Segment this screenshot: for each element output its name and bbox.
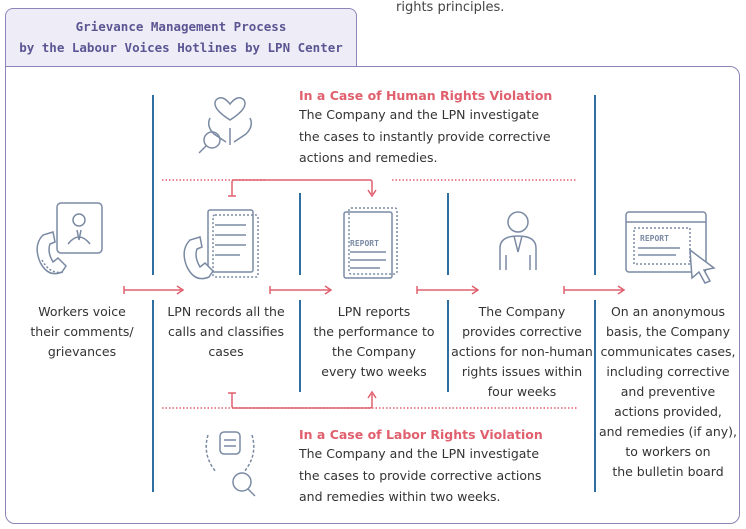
step-line: cases [208, 344, 244, 359]
title-line-2: by the Labour Voices Hotlines by LPN Cen… [19, 40, 343, 55]
heart-hands-icon [198, 97, 253, 154]
flow-arrow-3 [416, 285, 480, 295]
flow-arrow-4 [563, 285, 626, 295]
report-document-icon [343, 207, 398, 279]
step-line: basis, the Company [606, 324, 730, 339]
bulletin-report-label: REPORT [640, 234, 669, 243]
labor-case-line: the cases to provide corrective actions [299, 467, 542, 483]
step-line: to workers on [625, 444, 711, 459]
step-line: provides corrective [462, 324, 582, 339]
step-company-communicates: On an anonymous basis, the Company commu… [597, 302, 739, 482]
phone-worker-icon [36, 202, 103, 275]
step-line: The Company [478, 304, 566, 319]
step-workers-voice: Workers voice their comments/ grievances [12, 302, 152, 362]
step-line: LPN records all the [167, 304, 285, 319]
step-line: Workers voice [38, 304, 126, 319]
step-line: the bulletin board [612, 464, 724, 479]
step-line: rights issues within [461, 364, 583, 379]
step-line: the performance to [313, 324, 435, 339]
human-case-line: The Company and the LPN investigate [299, 107, 540, 122]
top-loop-arrow [228, 179, 377, 198]
flow-arrow-1 [123, 285, 185, 295]
phone-document-icon [183, 209, 259, 280]
bulletin-board-icon [625, 211, 716, 284]
company-person-icon [499, 211, 537, 270]
step-line: actions provided, [614, 404, 722, 419]
step-line: and remedies (if any), [598, 424, 738, 439]
report-label: REPORT [350, 239, 379, 248]
step-line: On an anonymous [610, 304, 726, 319]
flow-arrow-2 [269, 285, 333, 295]
labor-case-title: In a Case of Labor Rights Violation [299, 427, 543, 442]
step-line: their comments/ [30, 324, 134, 339]
labor-case-line: The Company and the LPN investigate [299, 446, 540, 461]
step-line: communicates cases, [600, 344, 736, 359]
title-line-1: Grievance Management Process [75, 19, 287, 34]
step-line: and preventive [620, 384, 716, 399]
step-line: calls and classifies [167, 324, 285, 339]
step-line: LPN reports [337, 304, 411, 319]
top-note: rights principles. [396, 0, 505, 15]
human-case-line: actions and remedies. [299, 150, 438, 165]
step-line: including corrective [606, 364, 730, 379]
labor-case-body: The Company and the LPN investigate the … [299, 443, 589, 508]
step-line: every two weeks [321, 364, 427, 379]
step-line: four weeks [487, 384, 557, 399]
title-box: Grievance Management Process by the Labo… [5, 8, 357, 67]
step-company-actions: The Company provides corrective actions … [448, 302, 596, 402]
step-lpn-reports: LPN reports the performance to the Compa… [302, 302, 446, 382]
step-line: grievances [47, 344, 117, 359]
step-line: the Company [332, 344, 416, 359]
human-case-line: the cases to instantly provide correctiv… [299, 128, 551, 144]
human-case-body: The Company and the LPN investigate the … [299, 104, 589, 169]
labor-case-line: and remedies within two weeks. [299, 489, 501, 504]
step-line: actions for non-human [451, 344, 593, 359]
human-case-title: In a Case of Human Rights Violation [299, 88, 553, 103]
step-lpn-records: LPN records all the calls and classifies… [155, 302, 297, 362]
laurel-fist-icon [205, 431, 256, 497]
process-frame [5, 66, 740, 524]
bottom-loop-arrow [228, 390, 377, 409]
